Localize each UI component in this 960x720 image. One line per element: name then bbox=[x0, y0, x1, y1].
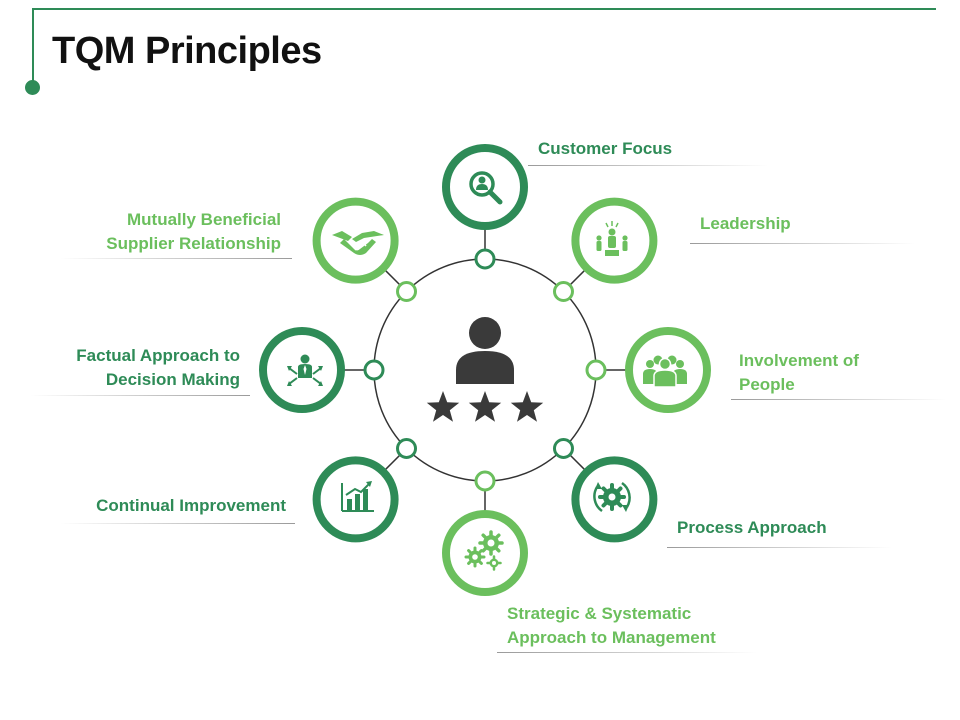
principle-underline bbox=[690, 243, 915, 244]
principle-label-line: Process Approach bbox=[677, 518, 827, 537]
principle-label-line: Strategic & Systematic bbox=[507, 604, 692, 623]
handshake-icon bbox=[332, 231, 384, 255]
bar-chart-growth-icon bbox=[341, 481, 374, 512]
principle-label-line: Decision Making bbox=[105, 370, 240, 389]
principle-underline bbox=[667, 547, 892, 548]
principle-node bbox=[442, 510, 528, 596]
principle-label-line: Mutually Beneficial bbox=[127, 210, 281, 229]
principle-underline bbox=[60, 523, 295, 524]
people-group-icon bbox=[643, 355, 687, 388]
principle-label: Leadership bbox=[700, 212, 920, 236]
star-icon bbox=[426, 391, 460, 422]
page-title: TQM Principles bbox=[52, 30, 322, 72]
gear-cycle-icon bbox=[593, 481, 631, 513]
ring-connector bbox=[396, 281, 418, 303]
principle-label-line: Supplier Relationship bbox=[106, 234, 281, 253]
leader-trophy-icon bbox=[596, 221, 628, 256]
ring-connector bbox=[474, 248, 496, 270]
star-icon bbox=[510, 391, 544, 422]
principle-label: Process Approach bbox=[677, 516, 897, 540]
principle-label-line: Approach to Management bbox=[507, 628, 716, 647]
principle-underline bbox=[60, 258, 292, 259]
principle-label: Involvement of People bbox=[739, 349, 939, 397]
ring-connector bbox=[396, 437, 418, 459]
frame-left-line bbox=[32, 8, 34, 86]
principle-label: Continual Improvement bbox=[40, 494, 286, 518]
principle-label: Factual Approach to Decision Making bbox=[20, 344, 240, 392]
frame-corner-dot bbox=[25, 80, 40, 95]
star-icon bbox=[468, 391, 502, 422]
ring-connector bbox=[552, 281, 574, 303]
principle-label-line: Leadership bbox=[700, 214, 791, 233]
ring-connector bbox=[585, 359, 607, 381]
principle-underline bbox=[731, 399, 946, 400]
ring-connector bbox=[552, 437, 574, 459]
principle-underline bbox=[497, 652, 757, 653]
magnifier-person-icon bbox=[469, 171, 503, 205]
principle-label-line: Continual Improvement bbox=[96, 496, 286, 515]
principle-underline bbox=[30, 395, 250, 396]
gears-icon bbox=[464, 530, 504, 571]
principle-label-line: Factual Approach to bbox=[76, 346, 240, 365]
ring-connector bbox=[363, 359, 385, 381]
frame-top-line bbox=[32, 8, 936, 10]
ring-connector bbox=[474, 470, 496, 492]
center-icon bbox=[426, 317, 544, 422]
principle-underline bbox=[528, 165, 768, 166]
principle-label-line: People bbox=[739, 375, 795, 394]
principle-label: Customer Focus bbox=[538, 137, 778, 161]
decision-person-icon bbox=[287, 354, 323, 386]
principle-label-line: Customer Focus bbox=[538, 139, 673, 158]
principle-label-line: Involvement of bbox=[739, 351, 859, 370]
